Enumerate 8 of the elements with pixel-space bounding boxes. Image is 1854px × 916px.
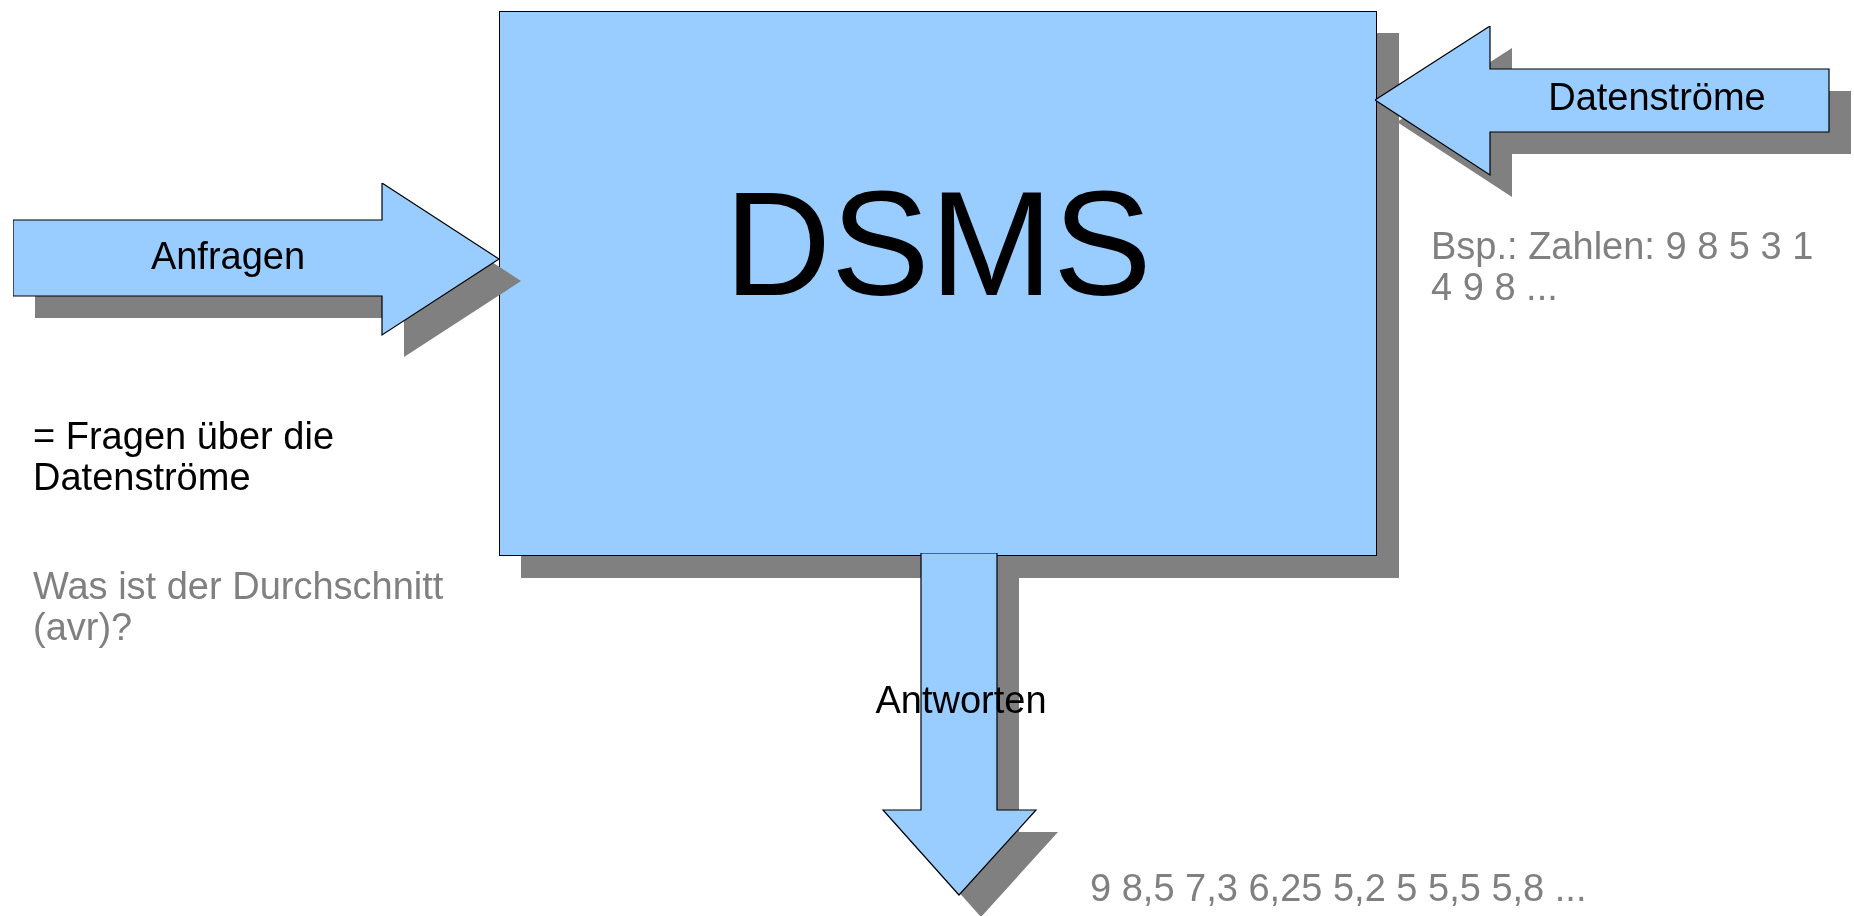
annotation-text: 9 8,5 7,3 6,25 5,2 5 5,5 5,8 ... xyxy=(1090,868,1588,910)
arrow-label: Datenströme xyxy=(1547,78,1767,116)
annotation-text: Bsp.: Zahlen: 9 8 5 3 1 4 9 8 ... xyxy=(1431,226,1815,309)
annotation-text: Was ist der Durchschnitt (avr)? xyxy=(33,566,445,649)
box-title: DSMS xyxy=(724,169,1152,318)
process-box xyxy=(499,11,1377,556)
arrow-label: Anfragen xyxy=(149,237,307,275)
annotation-text: = Fragen über die Datenströme xyxy=(33,416,336,499)
